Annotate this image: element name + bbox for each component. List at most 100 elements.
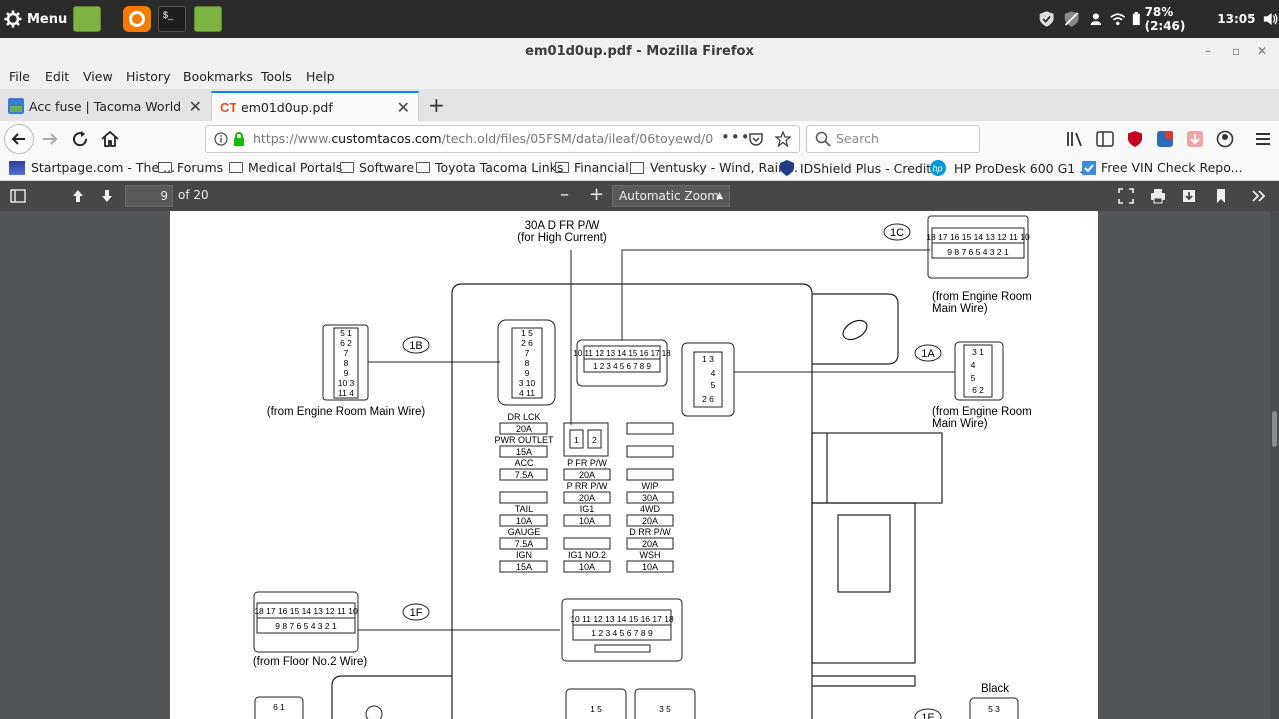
sidebar-icon[interactable] — [1096, 130, 1114, 148]
hp-favicon-icon: hp — [930, 160, 946, 176]
close-tab-icon[interactable]: ✕ — [188, 96, 202, 116]
update-disabled-icon[interactable] — [1063, 9, 1080, 29]
menu-tools[interactable]: Tools — [261, 69, 292, 84]
select-arrow-icon: ▲ — [716, 191, 723, 201]
page-actions-icon[interactable]: ••• — [721, 128, 751, 146]
clock[interactable]: 13:05 — [1217, 12, 1256, 26]
menu-file[interactable]: File — [9, 69, 30, 84]
lock-icon[interactable] — [233, 132, 245, 146]
account-icon[interactable] — [1216, 130, 1234, 148]
svg-text:P FR P/W: P FR P/W — [567, 458, 607, 468]
pdf-viewer[interactable]: 30A D FR P/W (for High Current) 1C 18 17… — [0, 211, 1279, 719]
scrollbar-thumb[interactable] — [1272, 411, 1277, 447]
folder-launcher-icon[interactable] — [194, 6, 222, 32]
menu-edit[interactable]: Edit — [45, 69, 70, 84]
previous-page-icon[interactable] — [70, 188, 86, 204]
minimize-button[interactable]: – — [1205, 44, 1211, 58]
close-tab-icon[interactable]: ✕ — [396, 97, 410, 117]
svg-text:10A: 10A — [579, 562, 595, 572]
svg-text:1C: 1C — [890, 227, 904, 239]
user-icon[interactable] — [1089, 11, 1103, 27]
shield-check-icon[interactable] — [1038, 9, 1055, 29]
svg-text:9: 9 — [525, 368, 530, 378]
tab-pdf[interactable]: CT em01d0up.pdf ✕ — [211, 91, 419, 121]
svg-text:IGN: IGN — [516, 550, 532, 560]
svg-text:IG1: IG1 — [580, 504, 595, 514]
zoom-in-button[interactable]: + — [589, 184, 605, 205]
pocket-icon[interactable] — [748, 131, 764, 147]
firefox-launcher-icon[interactable] — [123, 6, 151, 32]
connector-center-top: 10 11 12 13 14 15 16 17 18 1 2 3 4 5 6 7… — [573, 339, 671, 387]
svg-text:18 17 16 15 14 13 12 11 10: 18 17 16 15 14 13 12 11 10 — [926, 232, 1030, 242]
tab-acc-fuse[interactable]: Acc fuse | Tacoma World ✕ — [0, 91, 210, 121]
svg-text:9 8 7 6 5 4 3 2 1: 9 8 7 6 5 4 3 2 1 — [947, 247, 1009, 257]
svg-text:20A: 20A — [642, 539, 658, 549]
hamburger-menu-icon[interactable] — [1254, 130, 1272, 148]
pdf-page: 30A D FR P/W (for High Current) 1C 18 17… — [170, 211, 1098, 719]
svg-text:8: 8 — [344, 358, 349, 368]
wifi-icon[interactable] — [1110, 11, 1126, 27]
home-icon[interactable] — [100, 129, 120, 149]
svg-text:TAIL: TAIL — [515, 504, 533, 514]
presentation-mode-icon[interactable] — [1118, 188, 1134, 204]
extension-icon[interactable] — [1156, 130, 1174, 148]
new-tab-button[interactable]: + — [428, 93, 445, 117]
system-tray: 78% (2:46) 13:05 — [1038, 0, 1279, 38]
zoom-select[interactable]: Automatic Zoom ▲ — [612, 185, 730, 207]
svg-text:1 3: 1 3 — [702, 354, 714, 364]
ublock-shield-icon[interactable] — [1126, 130, 1144, 148]
info-icon[interactable] — [214, 132, 228, 146]
volume-icon[interactable] — [1263, 11, 1279, 27]
svg-text:1B: 1B — [409, 340, 422, 352]
search-bar[interactable]: Search — [806, 125, 980, 153]
folder-icon — [158, 162, 172, 173]
maximize-button[interactable]: ▫ — [1232, 44, 1241, 58]
bookmark-medical-portals[interactable]: Medical Portals — [229, 160, 342, 175]
svg-text:1 5: 1 5 — [521, 328, 533, 338]
bookmark-software[interactable]: Software — [340, 160, 414, 175]
download-icon[interactable] — [1186, 130, 1204, 148]
close-window-button[interactable]: ✕ — [1257, 44, 1268, 58]
start-menu-button[interactable]: Menu — [4, 6, 67, 32]
bookmark-toyota-tacoma-links[interactable]: Toyota Tacoma Links — [416, 160, 563, 175]
files-launcher-icon[interactable] — [73, 6, 101, 32]
bookmark-view-icon[interactable] — [1213, 188, 1229, 204]
reload-icon[interactable] — [70, 129, 90, 149]
forward-arrow-icon[interactable] — [40, 129, 60, 149]
bookmark-vin-check[interactable]: Free VIN Check Repo... — [1082, 160, 1243, 175]
folder-icon — [340, 162, 354, 173]
page-number-input[interactable]: 9 — [125, 185, 173, 207]
next-page-icon[interactable] — [99, 188, 115, 204]
back-button[interactable] — [4, 124, 34, 154]
save-icon[interactable] — [1181, 188, 1197, 204]
toggle-sidebar-icon[interactable] — [10, 188, 26, 204]
tab-strip: Acc fuse | Tacoma World ✕ CT em01d0up.pd… — [0, 89, 1279, 121]
vin-check-favicon-icon — [1082, 160, 1096, 175]
svg-text:PWR OUTLET: PWR OUTLET — [494, 435, 554, 445]
bookmark-financial[interactable]: Financial — [555, 160, 629, 175]
menu-bookmarks[interactable]: Bookmarks — [183, 69, 253, 84]
terminal-launcher-icon[interactable]: $_ — [158, 6, 186, 32]
bookmark-idshield[interactable]: IDShield Plus - Credit... — [780, 160, 943, 176]
menu-history[interactable]: History — [126, 69, 171, 84]
bookmark-startpage[interactable]: Startpage.com - The ... — [9, 160, 175, 175]
library-icon[interactable] — [1066, 130, 1084, 148]
window-titlebar: em01d0up.pdf - Mozilla Firefox – ▫ ✕ — [0, 38, 1279, 65]
top-label-line1: 30A D FR P/W — [525, 220, 600, 232]
search-input[interactable]: Search — [836, 131, 879, 146]
print-icon[interactable] — [1150, 188, 1166, 204]
menu-view[interactable]: View — [83, 69, 113, 84]
svg-text:4: 4 — [971, 360, 976, 370]
zoom-out-button[interactable]: – — [560, 184, 569, 205]
tools-chevron-icon[interactable] — [1251, 188, 1267, 204]
url-bar[interactable]: https://www.customtacos.com/tech.old/fil… — [205, 125, 800, 153]
bookmark-ventusky[interactable]: Ventusky - Wind, Rain... — [630, 160, 798, 175]
viewer-scrollbar[interactable] — [1270, 211, 1279, 719]
svg-text:1: 1 — [574, 435, 579, 445]
menu-help[interactable]: Help — [306, 69, 335, 84]
bookmark-forums[interactable]: Forums — [158, 160, 223, 175]
bookmark-hp-prodesk[interactable]: hp HP ProDesk 600 G1 ... — [930, 160, 1091, 176]
battery-icon[interactable] — [1132, 11, 1141, 27]
bookmark-star-icon[interactable] — [775, 131, 791, 147]
svg-text:9 8 7 6 5 4 3 2 1: 9 8 7 6 5 4 3 2 1 — [275, 621, 337, 631]
